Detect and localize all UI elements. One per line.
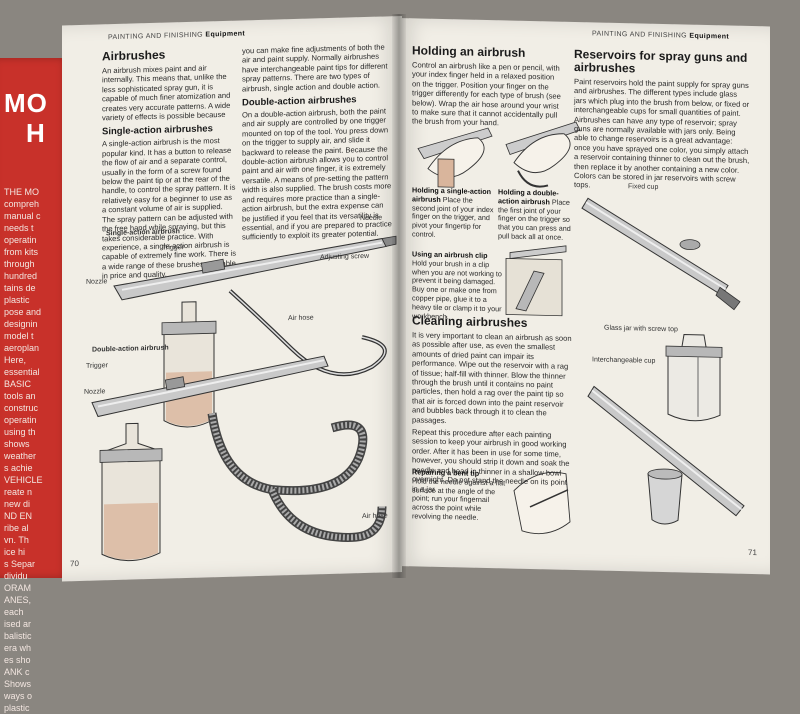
left-page-number: 70 bbox=[70, 559, 79, 569]
cover-text-line: needs t bbox=[4, 223, 34, 233]
cover-text-line: model t bbox=[4, 331, 34, 341]
red-book-cover: MO H THE MO compreh manual c needs t operati… bbox=[0, 58, 70, 713]
cover-text-line: weather bbox=[4, 451, 37, 461]
cover-text-line: manual c bbox=[4, 211, 41, 221]
label-nozzle: Nozzle bbox=[86, 278, 108, 286]
cover-text-line: pose and bbox=[4, 307, 42, 317]
book-gutter bbox=[392, 14, 406, 578]
cover-title-line: H bbox=[26, 118, 46, 148]
label-needle: Needle bbox=[360, 214, 383, 223]
interchangeable-cup-airbrush-drawing bbox=[587, 385, 745, 525]
reservoirs-text: Paint reservoirs hold the paint supply f… bbox=[574, 76, 750, 190]
glass-jar-drawing bbox=[665, 333, 723, 422]
cover-text-line: ribe al bbox=[4, 523, 29, 533]
cover-text-line: through bbox=[4, 259, 35, 269]
label-air-hose: Air hose bbox=[288, 314, 314, 323]
cover-title: MO H bbox=[4, 88, 68, 148]
cover-text-line: tools an bbox=[4, 391, 36, 401]
label-air-hose-2: Air hose bbox=[362, 512, 388, 521]
cover-text-line: BASIC bbox=[4, 379, 32, 389]
label-interchangeable-cup: Interchangeable cup bbox=[592, 356, 656, 365]
book-photo: MO H THE MO compreh manual c needs t operati… bbox=[0, 14, 770, 713]
cover-text-line: from kits bbox=[4, 247, 39, 257]
cover-text-line: each bbox=[4, 607, 24, 617]
airbrush-illustrations bbox=[91, 235, 397, 562]
cover-text-line: era wh bbox=[4, 643, 32, 653]
cover-text-line: balistic bbox=[4, 631, 32, 641]
cover-text-line: es sho bbox=[4, 655, 31, 665]
cover-text-line: hundred bbox=[4, 271, 38, 281]
cover-title-line: MO bbox=[4, 88, 48, 118]
cover-text-line: shows bbox=[4, 439, 30, 449]
cover-text-line: plastic bbox=[4, 295, 30, 305]
cover-text-line: operatin bbox=[4, 235, 37, 245]
holding-hands-drawing bbox=[417, 121, 581, 188]
cover-text-line: ND EN bbox=[4, 511, 33, 521]
cover-text-line: using th bbox=[4, 427, 36, 437]
cover-text-line: tains de bbox=[4, 283, 36, 293]
double-action-airbrush-drawing bbox=[91, 355, 387, 562]
cover-text-line: ANK c bbox=[4, 667, 30, 677]
caption-clip-text: Hold your brush in a clip when you are n… bbox=[412, 258, 502, 321]
caption-double-action-hold: Holding a double-action airbrush Place t… bbox=[498, 187, 578, 243]
cover-text-line: ways o bbox=[4, 691, 33, 701]
cover-text-line: operatin bbox=[4, 415, 37, 425]
cover-text-line: s achie bbox=[4, 463, 33, 473]
right-illustrations bbox=[417, 121, 745, 535]
reservoirs-section: Reservoirs for spray guns and airbrushes… bbox=[574, 46, 750, 197]
cover-text-line: vn. Th bbox=[4, 535, 29, 545]
right-page: PAINTING AND FINISHING Equipment Holding… bbox=[398, 18, 770, 575]
label-fixed-cup: Fixed cup bbox=[628, 183, 659, 191]
cover-text-line: VEHICLE bbox=[4, 475, 43, 485]
label-trigger: Trigger bbox=[162, 244, 184, 252]
left-page: PAINTING AND FINISHING Equipment Airbrus… bbox=[62, 16, 402, 582]
caption-airbrush-clip: Using an airbrush clip Hold your brush i… bbox=[412, 249, 502, 322]
right-page-number: 71 bbox=[748, 547, 757, 558]
cover-text-line: designin bbox=[4, 319, 38, 329]
cover-text-line: ORAM bbox=[4, 583, 31, 593]
cover-text-line: Shows bbox=[4, 679, 32, 689]
cover-text-line: new di bbox=[4, 499, 31, 509]
cover-text-line: ice hi bbox=[4, 547, 26, 557]
cover-text-line: aeroplan bbox=[4, 343, 40, 353]
bent-tip-drawing bbox=[513, 471, 571, 535]
cover-text-line: plastic bbox=[4, 703, 30, 713]
label-trigger-2: Trigger bbox=[86, 362, 108, 370]
cover-text-line: Here, bbox=[4, 355, 27, 365]
cover-text: THE MO compreh manual c needs t operatin from… bbox=[4, 186, 66, 714]
cover-text-line: ised ar bbox=[4, 619, 32, 629]
cover-text-line: essential bbox=[4, 367, 40, 377]
caption-double-bold: Holding a double-action airbrush bbox=[498, 187, 559, 207]
label-nozzle-2: Nozzle bbox=[84, 388, 106, 396]
cover-text-line: THE MO bbox=[4, 187, 39, 197]
heading-reservoirs: Reservoirs for spray guns and airbrushes bbox=[574, 46, 748, 76]
cover-text-line: reate n bbox=[4, 487, 33, 497]
cover-text-line: s Separ bbox=[4, 559, 36, 569]
fixed-cup-airbrush-drawing bbox=[581, 197, 741, 311]
caption-bent-text: Hold the needle against a flat surface a… bbox=[412, 476, 506, 522]
cover-text-line: construc bbox=[4, 403, 39, 413]
cover-text-line: dividu bbox=[4, 571, 28, 581]
cover-text-line: compreh bbox=[4, 199, 40, 209]
cleaning-text: It is very important to clean an airbrus… bbox=[412, 330, 572, 425]
cover-text-line: ANES, bbox=[4, 595, 32, 605]
heading-cleaning: Cleaning airbrushes bbox=[412, 313, 528, 330]
caption-bent-tip: Repairing a bent tip Hold the needle aga… bbox=[412, 467, 510, 523]
label-adjusting-screw: Adjusting screw bbox=[320, 252, 370, 262]
caption-single-action-hold: Holding a single-action airbrush Place t… bbox=[412, 185, 494, 241]
airbrush-clip-drawing bbox=[505, 245, 567, 317]
